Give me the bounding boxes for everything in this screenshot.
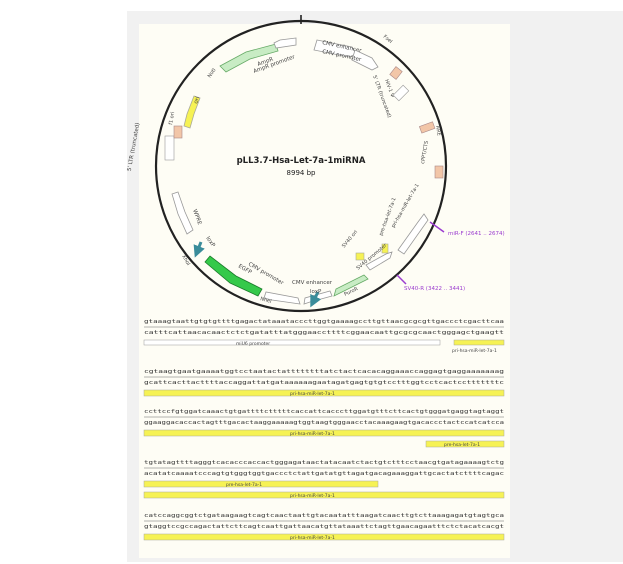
feature-label-ampr: AmpR <box>257 57 275 68</box>
feature-label-rre: RRE <box>434 125 442 136</box>
site-label-noti: NotI <box>207 67 218 79</box>
feature-bar-label: pri-hsa-miR-let-7a-1 <box>452 348 497 354</box>
rre-box[interactable] <box>419 121 436 134</box>
sv40-promoter-arrow[interactable] <box>365 251 393 271</box>
loxp-mark-left[interactable] <box>193 241 205 258</box>
feature-bar-label: pri-hsa-miR-let-7a-1 <box>290 431 335 437</box>
feature-label-cmv-enhancer-2: CMV enhancer <box>292 280 333 286</box>
sequence-block-3: ccttccfgtggatcaaactgtgattttctttttcaccatt… <box>143 409 505 448</box>
feature-bar-label: pri-hsa-miR-let-7a-1 <box>290 493 335 499</box>
ltr-left-box[interactable] <box>164 135 175 161</box>
feature-label-loxp-left: loxP <box>204 236 216 249</box>
f1-ori-box[interactable] <box>173 125 183 139</box>
sequence-line-bottom: gcattcacttacttttaccaggattatgataaaaaagaat… <box>144 380 504 386</box>
backbone-ring <box>154 19 448 313</box>
feature-bar-label: miU6 promoter <box>236 341 270 347</box>
feature-bar-label: pri-hsa-miR-let-7a-1 <box>290 535 335 541</box>
feature-label-sv40-ori: SV40 ori <box>341 229 359 249</box>
feature-label-pre-let: pre-hsa-let-7a-1 <box>378 197 397 237</box>
sequence-block-1: gtaaagtaattgtgtgttttgagactataaatacccttgg… <box>143 319 505 354</box>
ampr-promoter-arrow[interactable] <box>273 37 297 49</box>
ampr-arrow[interactable] <box>219 43 279 73</box>
pre-let-box[interactable] <box>381 243 389 254</box>
ori-arrow[interactable] <box>183 95 201 129</box>
hiv-psi-box[interactable] <box>389 66 403 80</box>
loxp-mark-bottom[interactable] <box>310 291 322 308</box>
cppt-box[interactable] <box>434 165 444 179</box>
sequence-line-top: gtaaagtaattgtgtgttttgagactataaatacccttgg… <box>144 319 504 325</box>
sequence-line-top: tgtatagttttagggtcacacccaccactgggagataact… <box>144 460 504 466</box>
pri-mir-arrow[interactable] <box>397 213 429 255</box>
ltr-top-box[interactable] <box>392 84 410 102</box>
feature-bar-pri-mir[interactable] <box>453 339 505 346</box>
feature-bar-miu6-promoter[interactable] <box>143 339 441 346</box>
feature-label-loxp-bottom: loxP <box>310 289 322 295</box>
feature-bar-pre-let[interactable] <box>143 480 379 488</box>
feature-label-ltr-left: 5' LTR (truncated) <box>127 122 141 171</box>
cmv-promoter-arrow[interactable] <box>351 49 379 71</box>
site-label-fsei: FseI <box>382 34 394 45</box>
feature-label-f1-ori: f1 ori <box>168 111 176 125</box>
feature-label-ori: ori <box>193 95 201 104</box>
sequence-block-5: catccaggcggtctgataagaagtcagtcaactaattgta… <box>143 513 505 541</box>
plasmid-size: 8994 bp <box>287 169 316 177</box>
sv40-r-primer-mark[interactable] <box>396 274 407 285</box>
feature-label-puror: PuroR <box>343 286 359 298</box>
site-label-nhei: NheI <box>259 296 272 305</box>
feature-bar-label: pre-hsa-let-7a-1 <box>226 482 262 488</box>
feature-bar-pri-mir[interactable] <box>143 429 505 437</box>
feature-label-cppt: cPPT/CTS <box>420 140 430 164</box>
mir-f-primer-mark[interactable] <box>429 221 445 233</box>
sequence-line-top: cgtaagtgaatgaaaatggtcctaatactattttttttat… <box>144 369 504 375</box>
primer-label-mir-f: miR-F (2641 .. 2674) <box>448 231 505 237</box>
feature-bar-pri-mir[interactable] <box>143 389 505 397</box>
puror-arrow[interactable] <box>333 274 369 297</box>
sequence-line-top: catccaggcggtctgataagaagtcagtcaactaattgta… <box>144 513 504 519</box>
feature-label-cmv-promoter-2: CMV promoter <box>247 262 285 287</box>
map-page <box>139 24 510 558</box>
sequence-line-bottom: ggaaggacaccactagtttgacactaaggaaaaagtggta… <box>144 420 504 426</box>
plasmid-name: pLL3.7-Hsa-Let-7a-1miRNA <box>237 156 366 166</box>
egfp-arrow[interactable] <box>204 255 263 297</box>
sequence-block-2: cgtaagtgaatgaaaatggtcctaatactattttttttat… <box>143 369 505 397</box>
cmv-enhancer-arrow[interactable] <box>313 39 357 58</box>
feature-label-wpre: WPRE <box>191 209 202 227</box>
sequence-block-4: tgtatagttttagggtcacacccaccactgggagataact… <box>143 460 505 499</box>
sequence-line-top: ccttccfgtggatcaaactgtgattttctttttcaccatt… <box>144 409 504 415</box>
sv40-ori-box[interactable] <box>355 252 365 261</box>
sequence-line-bottom: acatatcaaaatcccagtgtgggtggtgaccctctattga… <box>144 471 504 477</box>
site-label-xhoi: XhoI <box>180 254 191 267</box>
feature-bar-label: pri-hsa-miR-let-7a-1 <box>290 391 335 397</box>
sequence-line-bottom: catttcattaacacaactctctgatatttatgggaacctt… <box>144 330 504 336</box>
feature-bar-pri-mir[interactable] <box>143 533 505 541</box>
sequence-line-bottom: gtaggtccgccagactattcttcagtcaattgattaacat… <box>144 524 504 530</box>
cmv-promoter-arrow-2[interactable] <box>263 291 301 305</box>
wpre-arrow[interactable] <box>171 191 194 235</box>
feature-bar-pre-let[interactable] <box>425 440 505 448</box>
feature-bar-pri-mir[interactable] <box>143 491 505 499</box>
primer-label-sv40-r: SV40-R (3422 .. 3441) <box>404 286 465 292</box>
feature-bar-label: pre-hsa-let-7a-1 <box>444 442 480 448</box>
